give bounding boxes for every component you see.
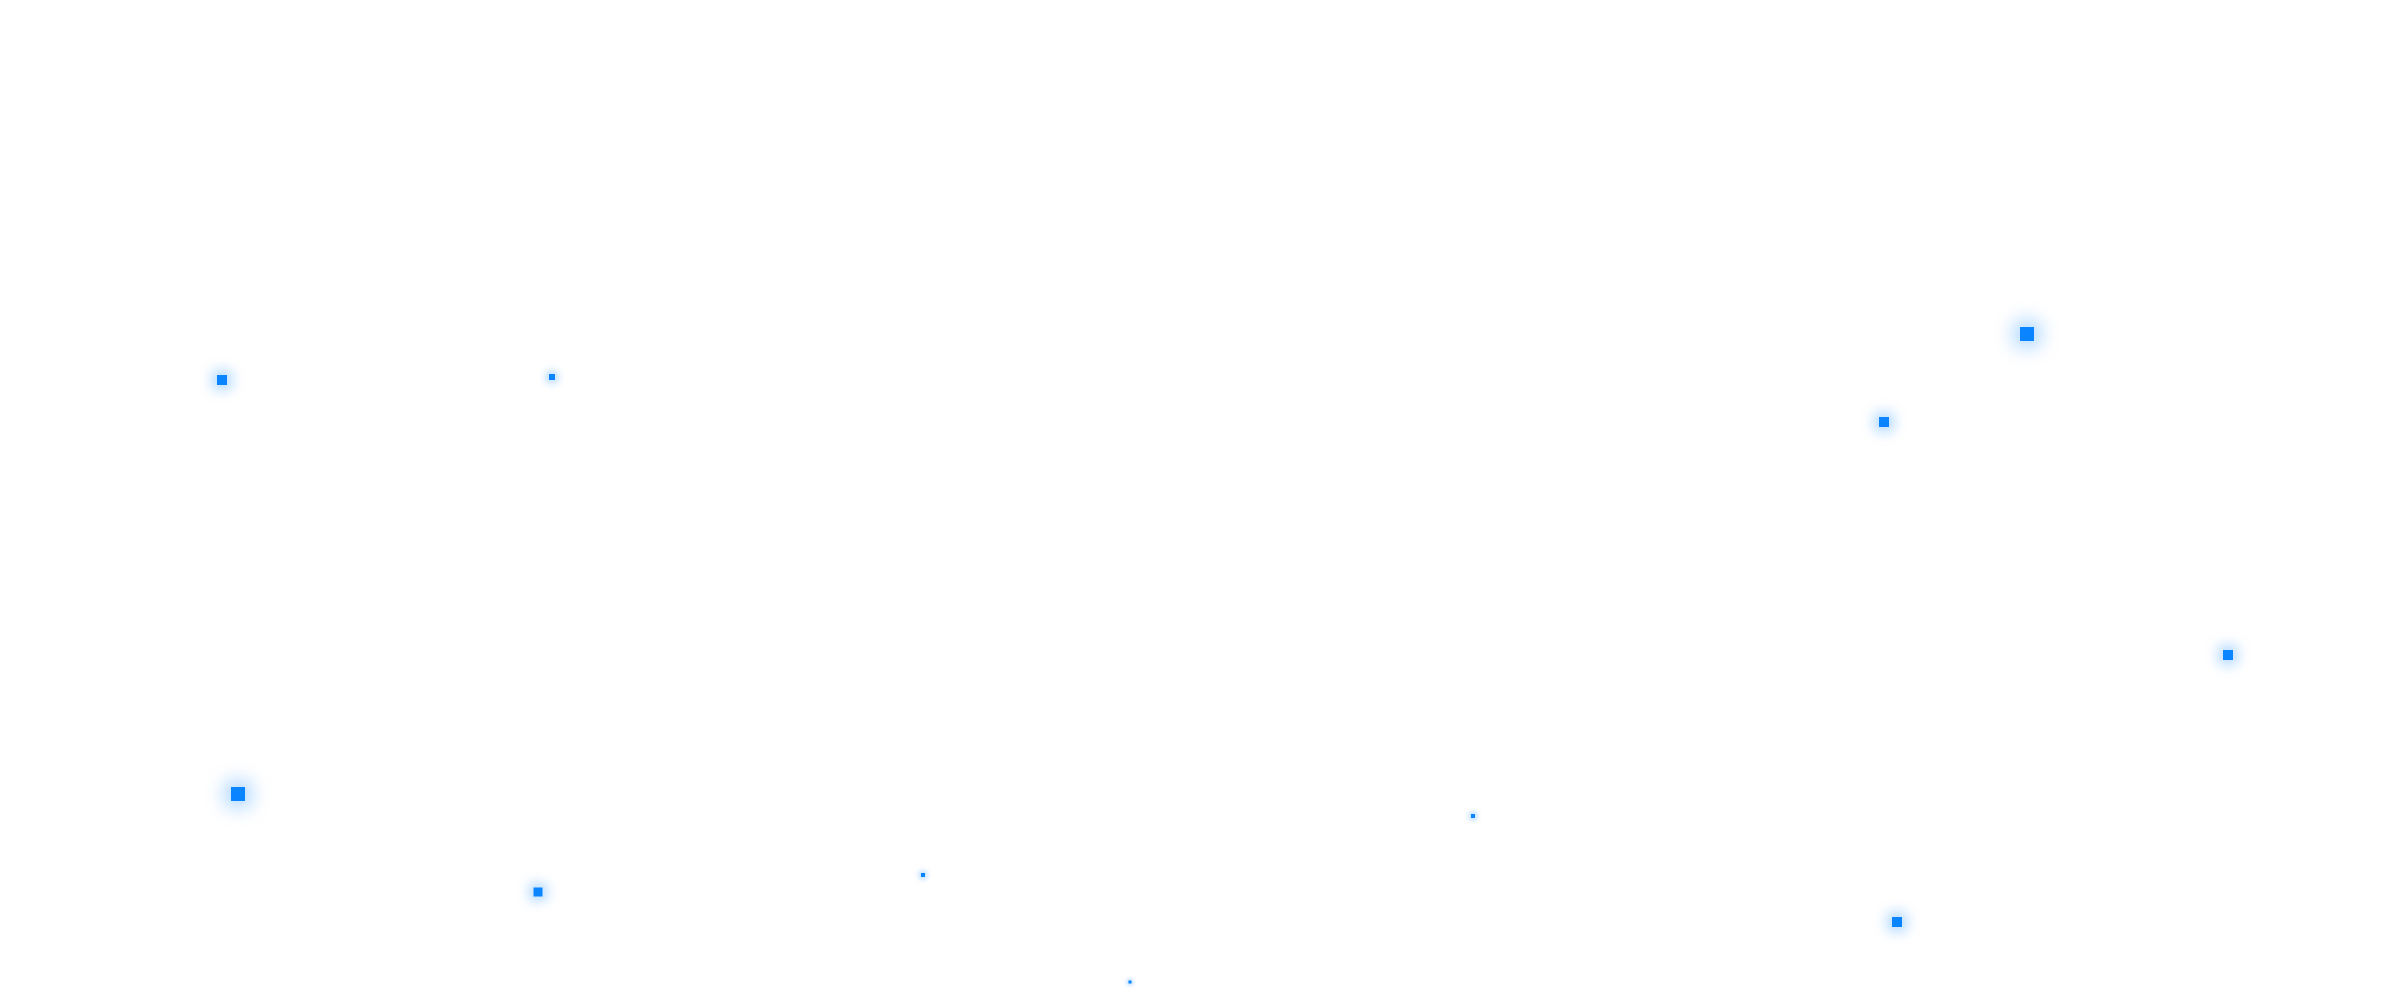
glow-particle-6 [231, 787, 245, 801]
glow-particle-7 [533, 887, 543, 897]
glow-particle-5 [2223, 650, 2233, 660]
glow-particle-4 [1879, 417, 1889, 427]
glow-particle-11 [1128, 980, 1132, 984]
glow-particle-3 [2020, 327, 2034, 341]
glow-particle-8 [921, 873, 925, 877]
glow-particle-9 [1471, 814, 1475, 818]
glow-particle-2 [549, 374, 555, 380]
glow-particle-10 [1892, 917, 1902, 927]
glow-particle-1 [217, 375, 227, 385]
